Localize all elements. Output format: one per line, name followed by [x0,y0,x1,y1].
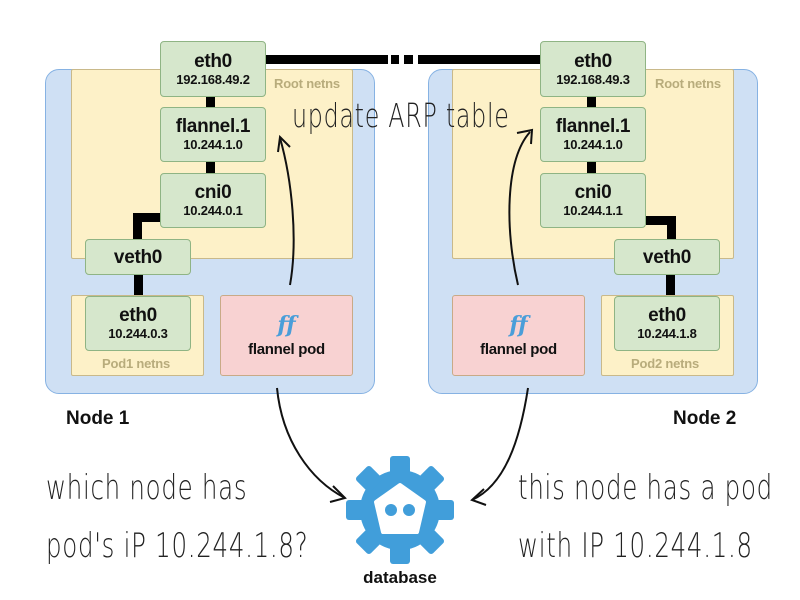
flannel-pod-label: flannel pod [480,341,557,358]
node-1-title: Node 1 [66,408,130,429]
node-2-wire-veth0-pod [666,274,675,298]
node-2-wire-flannel-cni0 [587,160,596,174]
node-1-pod-netns-label: Pod1 netns [102,356,171,371]
interface-name: veth0 [113,246,163,268]
interface-name: veth0 [642,246,692,268]
answer-line-2: with IP 10.244.1.8 [518,526,753,566]
node-1-pod-eth0: eth0 10.244.0.3 [85,296,191,351]
interface-name: eth0 [194,50,232,72]
flannel-pod-label: flannel pod [248,341,325,358]
arrowhead-from-node-2 [470,488,487,506]
node-2-root-netns-label: Root netns [655,76,721,91]
interface-ip: 10.244.0.1 [183,203,243,218]
interface-name: eth0 [119,305,157,326]
interface-ip: 10.244.1.8 [637,326,697,341]
interface-ip: 10.244.1.0 [183,137,243,152]
node-2-cni0: cni0 10.244.1.1 [540,173,646,228]
answer-line-1: this node has a pod [518,468,773,508]
interface-ip: 192.168.49.3 [556,71,630,87]
interface-ip: 10.244.1.0 [563,137,623,152]
flannel-logo-icon: ff [509,312,528,338]
node-2-pod-netns-label: Pod2 netns [631,356,700,371]
etcd-icon [346,456,454,564]
interface-ip: 192.168.49.2 [176,71,250,87]
node-2-title: Node 2 [673,408,737,429]
node-1-flannel-pod: ff flannel pod [220,295,353,376]
inter-node-link-dot-2 [404,55,413,64]
node-2-veth0: veth0 [614,239,720,275]
node-2-wire-cni0-veth0-h [646,216,676,225]
question-line-2: pod's iP 10.244.1.8? [46,526,309,566]
node-1-root-netns-label: Root netns [274,76,340,91]
interface-name: eth0 [574,50,612,72]
interface-name: flannel.1 [555,116,631,137]
node-2-pod-eth0: eth0 10.244.1.8 [614,296,720,351]
inter-node-link-right [418,55,540,64]
node-1-wire-eth0-flannel [206,95,215,109]
node-2-flannel1: flannel.1 10.244.1.0 [540,107,646,162]
question-line-1: which node has [46,468,248,508]
interface-ip: 10.244.1.1 [563,203,623,218]
update-arp-annotation: update ARP table [292,96,510,135]
interface-name: cni0 [574,182,612,203]
node-1-eth0: eth0 192.168.49.2 [160,41,266,97]
node-1-veth0: veth0 [85,239,191,275]
node-2-wire-cni0-veth0-v [667,216,676,242]
interface-name: eth0 [648,305,686,326]
node-2-wire-eth0-flannel [587,95,596,109]
node-1-cni0: cni0 10.244.0.1 [160,173,266,228]
node-2-eth0: eth0 192.168.49.3 [540,41,646,97]
inter-node-link-left [266,55,388,64]
arrow-to-database [276,387,346,499]
node-1-wire-flannel-cni0 [206,160,215,174]
arrowhead-to-database [329,485,347,503]
interface-name: flannel.1 [175,116,251,137]
flannel-logo-icon: ff [277,312,296,338]
node-2-flannel-pod: ff flannel pod [452,295,585,376]
inter-node-link-dot-1 [391,55,399,64]
interface-name: cni0 [194,182,232,203]
node-1-wire-cni0-veth0-v [133,213,142,241]
node-1-wire-veth0-pod [134,274,143,298]
database-label: database [363,568,437,587]
node-1-wire-cni0-veth0-h [133,213,163,222]
interface-ip: 10.244.0.3 [108,326,168,341]
node-1-flannel1: flannel.1 10.244.1.0 [160,107,266,162]
